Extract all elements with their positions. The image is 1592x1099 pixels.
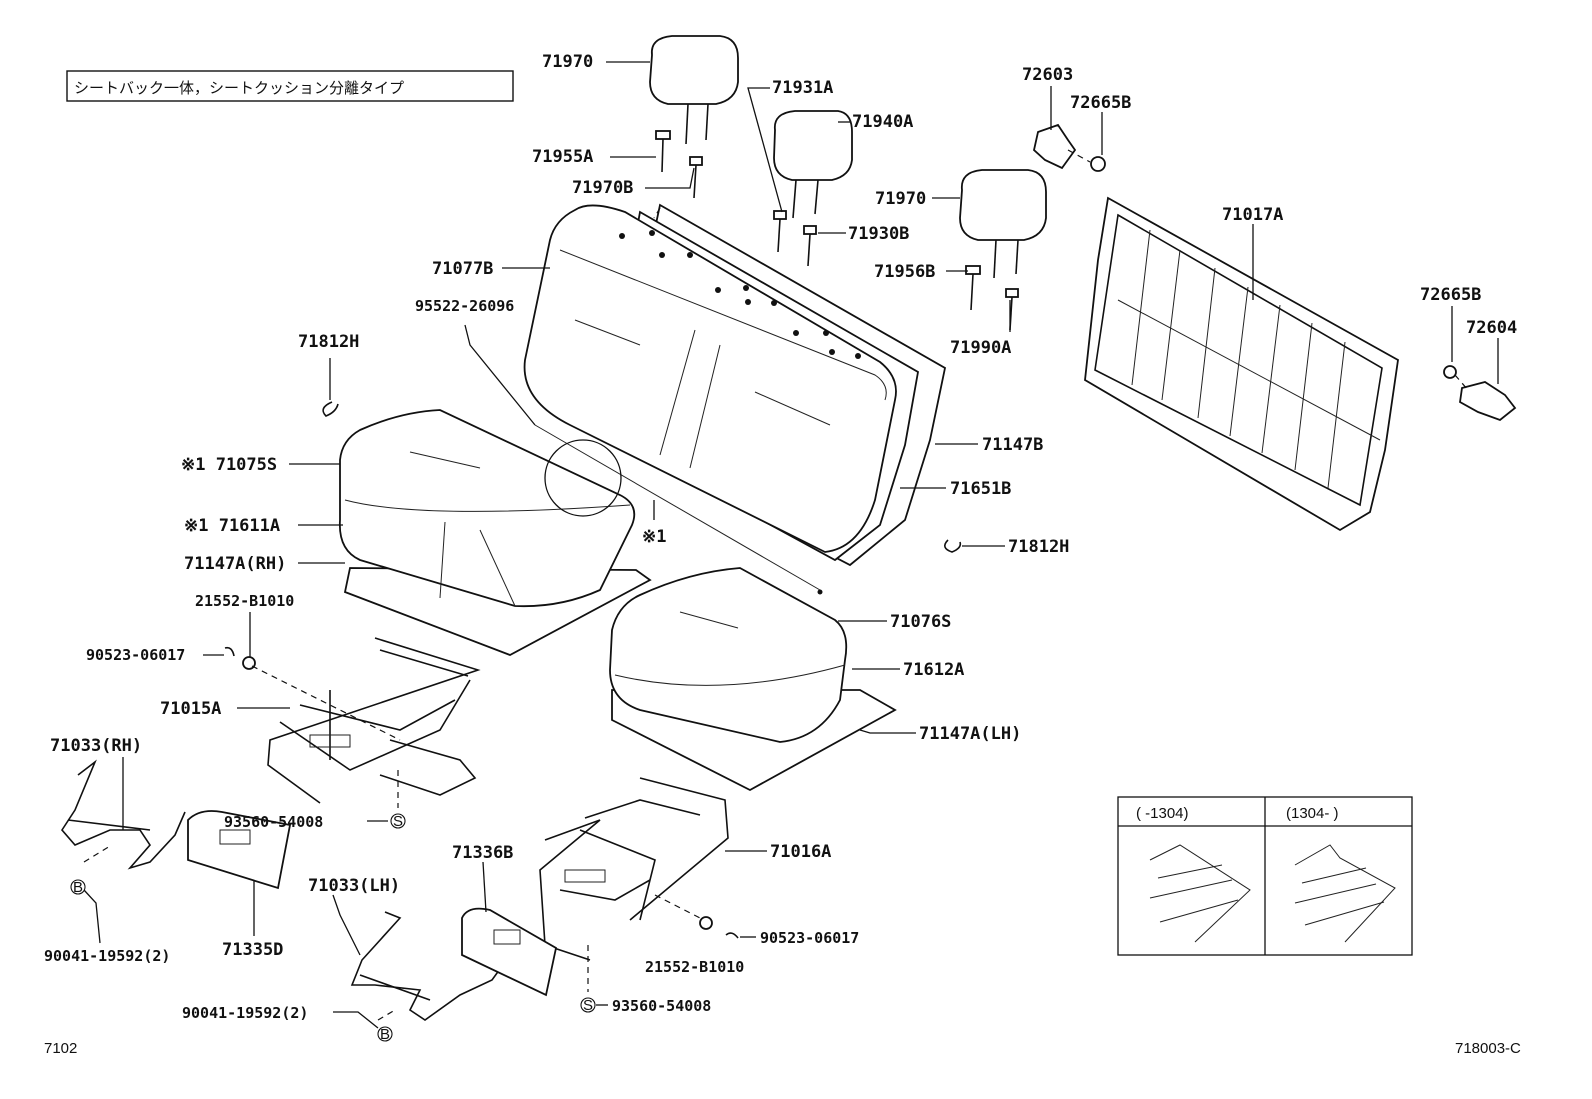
- marker-b-a-text: B: [73, 879, 83, 896]
- label-71335D[interactable]: 71335D: [222, 940, 283, 960]
- headrest-left[interactable]: [649, 35, 739, 145]
- headrest-support-71956B[interactable]: [965, 265, 981, 311]
- label-ref-1[interactable]: ※1: [642, 527, 666, 547]
- marker-s-a: S: [390, 813, 406, 830]
- bracket-71033-lh[interactable]: [350, 911, 506, 1021]
- nut-72665B-upper[interactable]: [1090, 156, 1106, 172]
- label-71077B[interactable]: 71077B: [432, 259, 493, 279]
- label-71076S[interactable]: 71076S: [890, 612, 951, 632]
- seat-back-71077B[interactable]: [523, 203, 947, 595]
- label-93560-54008-a[interactable]: 93560-54008: [224, 813, 323, 831]
- note-box-text: シートバック一体，シートクッション分離タイプ: [74, 79, 404, 97]
- label-21552-B1010-a[interactable]: 21552-B1010: [195, 592, 294, 610]
- label-71017A[interactable]: 71017A: [1222, 205, 1283, 225]
- label-93560-54008-b[interactable]: 93560-54008: [612, 997, 711, 1015]
- label-72665B-b[interactable]: 72665B: [1420, 285, 1481, 305]
- grommet-21552-b[interactable]: [699, 916, 713, 930]
- marker-b-a: B: [70, 879, 86, 896]
- label-71147A-LH[interactable]: 71147A(LH): [919, 724, 1021, 744]
- nut-72665B-lower[interactable]: [1443, 365, 1457, 379]
- marker-s-a-text: S: [393, 813, 403, 830]
- label-71075S[interactable]: ※1 71075S: [181, 455, 277, 475]
- label-71147A-RH[interactable]: 71147A(RH): [184, 554, 286, 574]
- label-71612A[interactable]: 71612A: [903, 660, 964, 680]
- back-frame-71017A[interactable]: [1084, 196, 1399, 532]
- label-71651B[interactable]: 71651B: [950, 479, 1011, 499]
- label-90523-06017-a[interactable]: 90523-06017: [86, 646, 185, 664]
- lock-72604[interactable]: [1459, 381, 1517, 422]
- label-72603[interactable]: 72603: [1022, 65, 1073, 85]
- label-71611A[interactable]: ※1 71611A: [184, 516, 280, 536]
- headrest-center[interactable]: [773, 110, 853, 219]
- label-71970-mid[interactable]: 71970: [875, 189, 926, 209]
- headrest-support-71930B[interactable]: [803, 225, 817, 267]
- clip-71812H-a[interactable]: [322, 401, 339, 417]
- lock-72603[interactable]: [1033, 123, 1077, 170]
- part-labels: 71970 71931A 71940A 71955A 71970B 71930B…: [44, 52, 1517, 1022]
- marker-b-b-text: B: [380, 1026, 390, 1043]
- headrest-support-71970B[interactable]: [689, 156, 703, 199]
- ref-table-col2: (1304- ): [1286, 805, 1339, 822]
- label-90041-19592-b[interactable]: 90041-19592(2): [182, 1004, 308, 1022]
- leader-lines: [83, 61, 1499, 1029]
- headrest-support-71990A[interactable]: [1005, 288, 1019, 331]
- label-71940A[interactable]: 71940A: [852, 112, 913, 132]
- clip-71812H-b[interactable]: [944, 539, 962, 553]
- label-71033-RH[interactable]: 71033(RH): [50, 736, 142, 756]
- label-71033-LH[interactable]: 71033(LH): [308, 876, 400, 896]
- ref-table-col1: ( -1304): [1136, 805, 1189, 822]
- clip-90523-a[interactable]: [224, 646, 235, 657]
- headrest-support-71931A[interactable]: [773, 210, 787, 253]
- label-71930B[interactable]: 71930B: [848, 224, 909, 244]
- headrest-right[interactable]: [959, 169, 1047, 279]
- ref-table-detail-new: [1294, 844, 1396, 943]
- label-72665B-a[interactable]: 72665B: [1070, 93, 1131, 113]
- label-71970B[interactable]: 71970B: [572, 178, 633, 198]
- marker-b-b: B: [377, 1026, 393, 1043]
- marker-s-b-text: S: [583, 997, 593, 1014]
- label-95522-26096[interactable]: 95522-26096: [415, 297, 514, 315]
- label-71812H-b[interactable]: 71812H: [1008, 537, 1069, 557]
- cover-71336B[interactable]: [461, 907, 558, 997]
- label-71955A[interactable]: 71955A: [532, 147, 593, 167]
- ref-table-detail-old: [1149, 844, 1251, 943]
- label-72604[interactable]: 72604: [1466, 318, 1517, 338]
- note-box: シートバック一体，シートクッション分離タイプ: [66, 70, 514, 102]
- label-21552-B1010-b[interactable]: 21552-B1010: [645, 958, 744, 976]
- footer-left-code: 7102: [44, 1040, 77, 1057]
- cover-71335D[interactable]: [187, 810, 292, 890]
- marker-s-b: S: [580, 997, 596, 1014]
- seat-frame-71016A[interactable]: [539, 777, 729, 961]
- label-71016A[interactable]: 71016A: [770, 842, 831, 862]
- seat-cushion-rh-71075S[interactable]: [338, 409, 652, 656]
- label-71015A[interactable]: 71015A: [160, 699, 221, 719]
- label-90041-19592-a[interactable]: 90041-19592(2): [44, 947, 170, 965]
- label-71931A[interactable]: 71931A: [772, 78, 833, 98]
- seat-cushion-lh-71076S[interactable]: [609, 567, 897, 792]
- label-71147B[interactable]: 71147B: [982, 435, 1043, 455]
- bracket-71033-rh[interactable]: [61, 759, 186, 870]
- clip-90523-b[interactable]: [725, 932, 739, 939]
- footer-right-code: 718003-C: [1455, 1040, 1521, 1057]
- label-90523-06017-b[interactable]: 90523-06017: [760, 929, 859, 947]
- label-71812H-a[interactable]: 71812H: [298, 332, 359, 352]
- headrest-support-71955A[interactable]: [655, 130, 671, 173]
- label-71956B[interactable]: 71956B: [874, 262, 935, 282]
- label-71336B[interactable]: 71336B: [452, 843, 513, 863]
- label-71970-top[interactable]: 71970: [542, 52, 593, 72]
- label-71990A[interactable]: 71990A: [950, 338, 1011, 358]
- ref-table: ※1 ( -1304) (1304- ): [1117, 796, 1413, 956]
- seat-frame-71015A[interactable]: [267, 637, 481, 804]
